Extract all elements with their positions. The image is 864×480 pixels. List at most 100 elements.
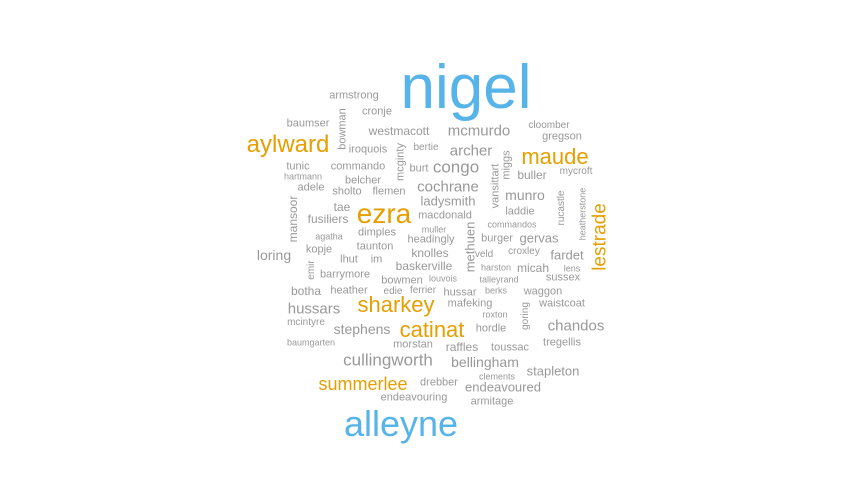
- word-commandos: commandos: [487, 219, 537, 230]
- word-westmacott: westmacott: [368, 124, 430, 138]
- word-heather: heather: [330, 284, 368, 297]
- word-hartmann: hartmann: [283, 171, 323, 182]
- word-burger: burger: [481, 232, 513, 245]
- word-chandos: chandos: [547, 317, 605, 335]
- word-mcintyre: mcintyre: [287, 317, 325, 328]
- word-bowman: bowman: [336, 108, 349, 150]
- word-cochrane: cochrane: [417, 178, 479, 196]
- word-rucastle: rucastle: [556, 190, 567, 226]
- word-barrymore: barrymore: [319, 268, 371, 281]
- word-archer: archer: [449, 142, 493, 160]
- word-tregellis: tregellis: [543, 336, 581, 349]
- word-gervas: gervas: [519, 230, 559, 246]
- word-sharkey: sharkey: [357, 292, 435, 317]
- word-commando: commando: [330, 160, 386, 173]
- word-cronje: cronje: [362, 105, 392, 118]
- word-kopje: kopje: [305, 243, 333, 256]
- word-botha: botha: [290, 284, 322, 298]
- word-roxton: roxton: [482, 309, 508, 320]
- word-armitage: armitage: [470, 395, 514, 408]
- word-armstrong: armstrong: [329, 89, 379, 102]
- word-gregson: gregson: [542, 130, 582, 143]
- word-hordle: hordle: [475, 322, 507, 335]
- word-miggs: miggs: [500, 150, 513, 180]
- word-belcher: belcher: [344, 174, 382, 187]
- word-endeavouring: endeavouring: [380, 391, 448, 404]
- word-mansoor: mansoor: [286, 195, 300, 243]
- word-goring: goring: [520, 302, 531, 330]
- word-headingly: headingly: [407, 233, 455, 246]
- word-ezra: ezra: [356, 198, 412, 229]
- word-fusiliers: fusiliers: [307, 212, 349, 226]
- word-stephens: stephens: [333, 321, 391, 337]
- word-fardet: fardet: [550, 247, 584, 263]
- word-mcginty: mcginty: [394, 143, 407, 181]
- word-emir: emir: [306, 260, 317, 280]
- word-sussex: sussex: [545, 271, 581, 284]
- word-ferrier: ferrier: [409, 285, 437, 296]
- word-tae: tae: [333, 200, 351, 214]
- word-sholto: sholto: [332, 185, 362, 198]
- word-adele: adele: [297, 181, 325, 194]
- word-congo: congo: [432, 157, 480, 177]
- word-ladysmith: ladysmith: [420, 193, 476, 209]
- word-mcmurdo: mcmurdo: [447, 122, 511, 140]
- word-stapleton: stapleton: [526, 363, 580, 379]
- word-hussar: hussar: [443, 286, 477, 299]
- word-aylward: aylward: [246, 131, 330, 158]
- word-berks: berks: [484, 285, 508, 296]
- word-mycroft: mycroft: [559, 166, 593, 177]
- word-lens: lens: [563, 263, 581, 274]
- word-taunton: taunton: [356, 240, 394, 253]
- word-croxley: croxley: [508, 246, 540, 257]
- word-morstan: morstan: [393, 338, 433, 351]
- word-edie: edie: [383, 286, 403, 297]
- word-nigel: nigel: [400, 53, 532, 122]
- word-bellingham: bellingham: [451, 354, 519, 370]
- word-macdonald: macdonald: [418, 209, 472, 222]
- word-toussac: toussac: [491, 341, 529, 354]
- word-cloomber: cloomber: [528, 120, 570, 131]
- word-baskerville: baskerville: [395, 259, 453, 273]
- word-veld: veld: [474, 249, 494, 260]
- word-baumgarten: baumgarten: [286, 337, 336, 348]
- word-laddie: laddie: [505, 205, 535, 218]
- word-raffles: raffles: [445, 340, 479, 354]
- word-heatherstone: heatherstone: [577, 187, 588, 241]
- word-im: im: [367, 253, 383, 266]
- word-talleyrand: talleyrand: [479, 274, 519, 285]
- word-lhut: lhut: [340, 253, 358, 266]
- word-drebber: drebber: [420, 376, 458, 389]
- word-baumser: baumser: [286, 117, 330, 130]
- word-alleyne: alleyne: [343, 403, 459, 444]
- word-maude: maude: [521, 144, 589, 169]
- word-loring: loring: [256, 247, 292, 263]
- word-hussars: hussars: [287, 300, 341, 318]
- word-bowmen: bowmen: [381, 274, 423, 287]
- word-waggon: waggon: [523, 285, 563, 298]
- word-buller: buller: [517, 168, 547, 182]
- word-clements: clements: [478, 371, 516, 382]
- word-catinat: catinat: [399, 317, 465, 342]
- word-louvois: louvois: [428, 273, 458, 284]
- word-dimples: dimples: [358, 226, 396, 239]
- word-tunic: tunic: [286, 160, 310, 173]
- word-methuen: methuen: [462, 221, 478, 273]
- word-endeavoured: endeavoured: [465, 379, 541, 395]
- word-knolles: knolles: [411, 246, 449, 260]
- word-cullingworth: cullingworth: [343, 350, 433, 370]
- word-flemen: flemen: [372, 185, 406, 198]
- word-harston: harston: [480, 262, 512, 273]
- word-muller: muller: [421, 224, 447, 235]
- word-vansittart: vansittart: [489, 163, 502, 209]
- word-micah: micah: [516, 261, 550, 275]
- word-waistcoat: waistcoat: [539, 297, 585, 310]
- word-lestrade: lestrade: [589, 203, 611, 271]
- word-bertie: bertie: [413, 142, 439, 153]
- word-munro: munro: [505, 187, 545, 203]
- word-burt: burt: [409, 162, 429, 175]
- word-agatha: agatha: [315, 231, 343, 242]
- word-iroquois: iroquois: [348, 143, 388, 156]
- word-mafeking: mafeking: [447, 297, 493, 310]
